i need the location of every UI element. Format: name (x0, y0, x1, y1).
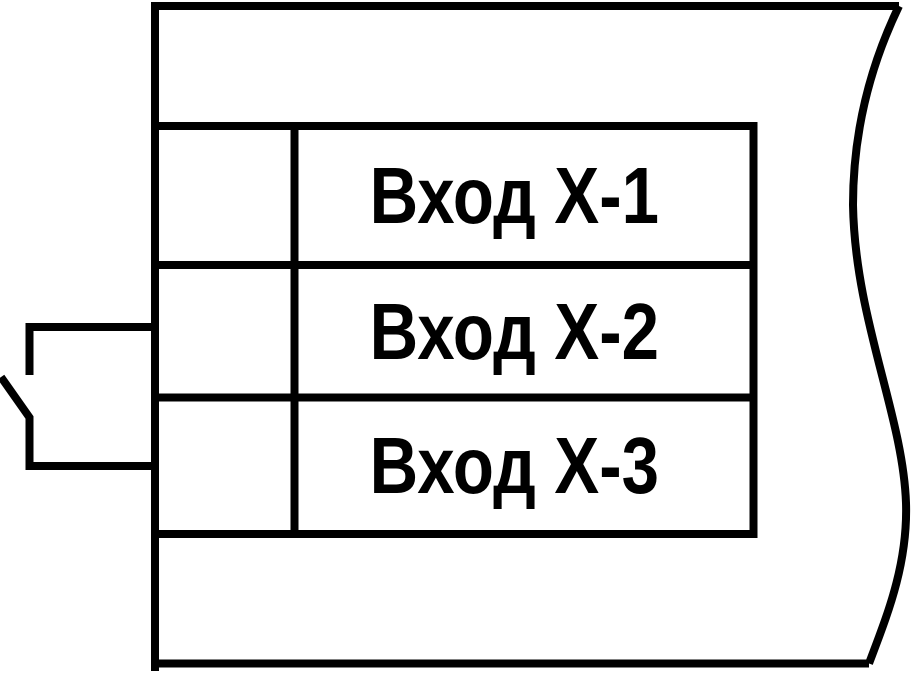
terminal-grid (155, 122, 758, 538)
torn-edge-curve (848, 4, 911, 665)
input-row-x2: Вход Х-2 (298, 269, 750, 394)
input-row-x3: Вход Х-3 (298, 401, 750, 530)
switch-blade-and-lower-lead (0, 374, 159, 470)
input-label-x3: Вход Х-3 (369, 420, 659, 510)
input-label-x1: Вход Х-1 (369, 150, 659, 240)
input-row-x1: Вход Х-1 (298, 130, 750, 261)
input-label-x2: Вход Х-2 (369, 286, 659, 376)
switch-upper-lead (25, 323, 159, 375)
switch-contact-icon (0, 323, 159, 470)
device-outline (151, 2, 911, 671)
